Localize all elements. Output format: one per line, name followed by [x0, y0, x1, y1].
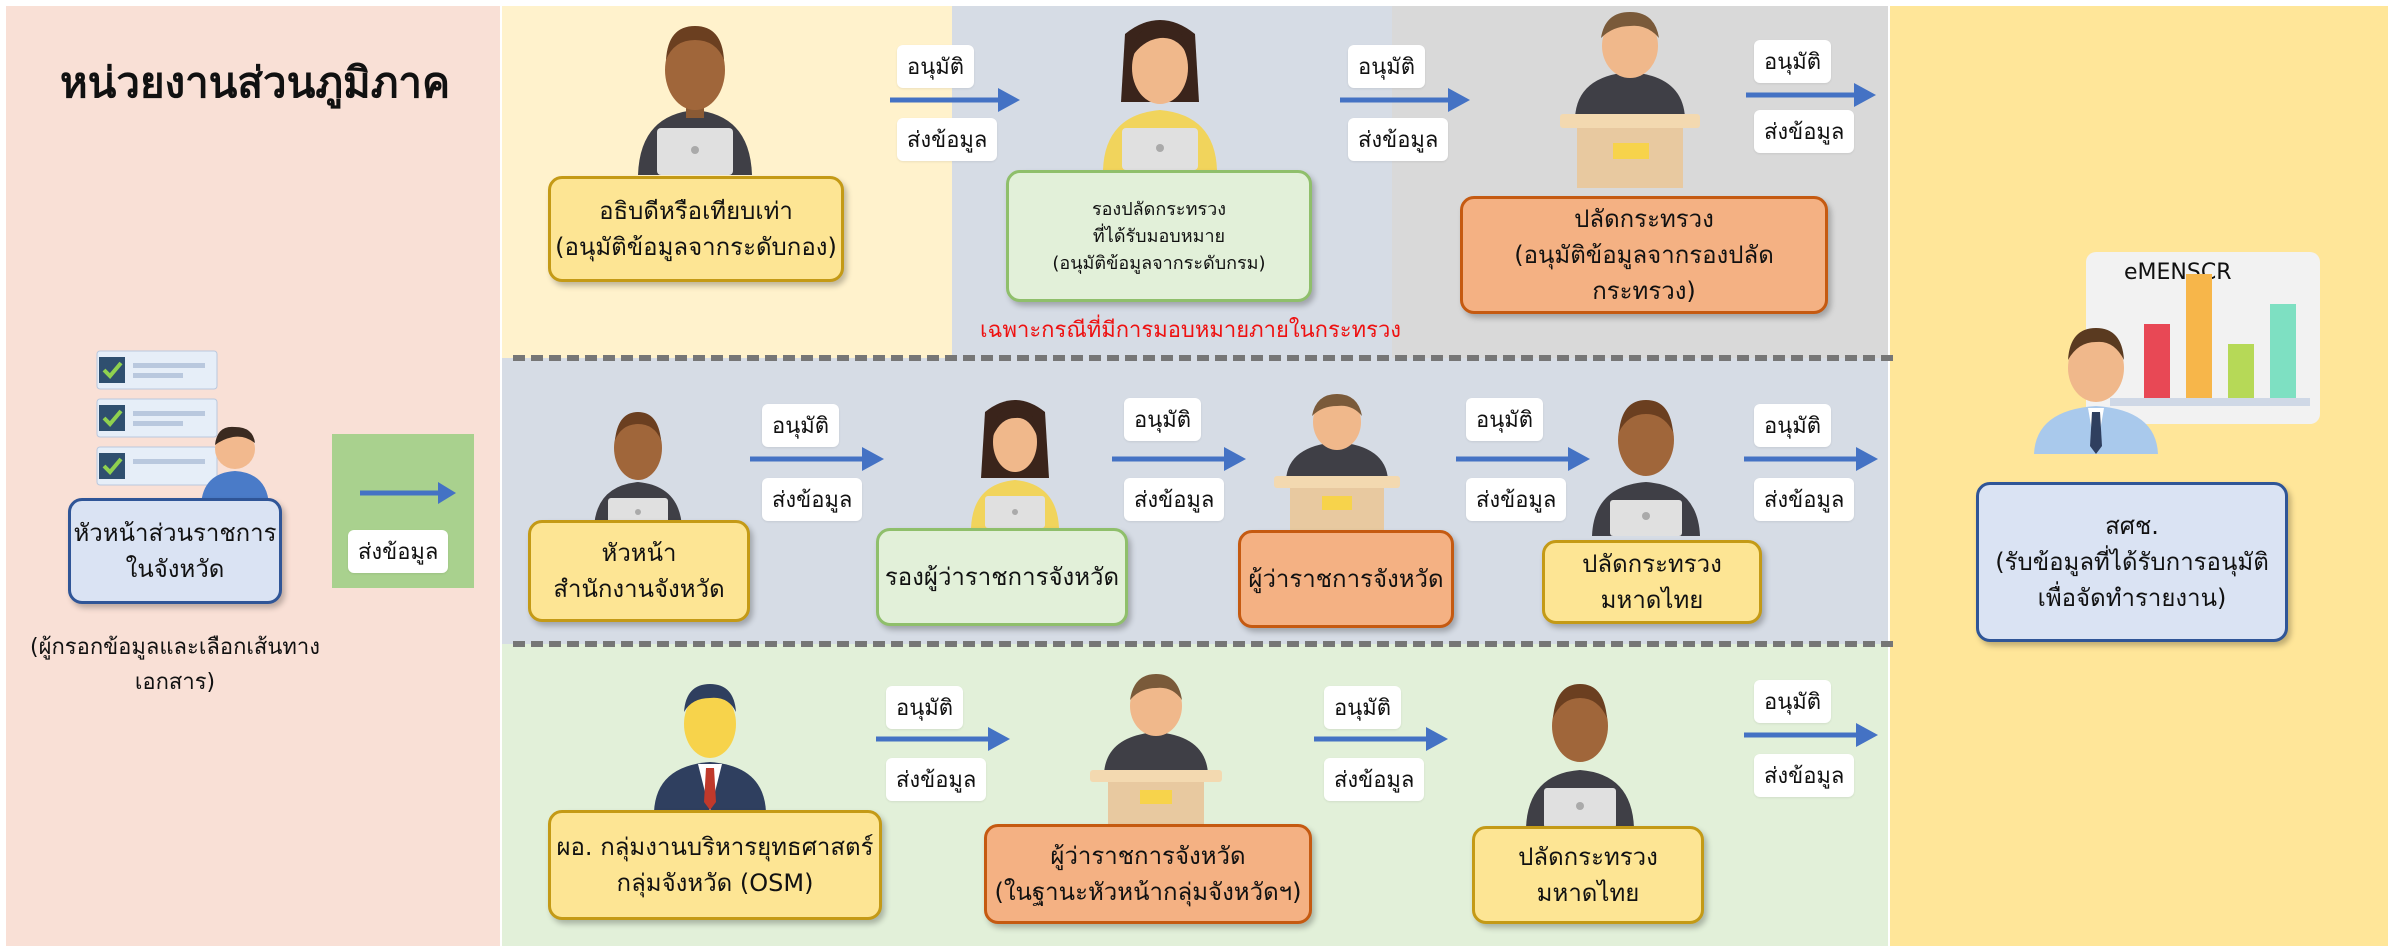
deputy-line2: ที่ได้รับมอบหมาย — [1092, 225, 1226, 247]
approve-label-r2-3: อนุมัติ — [1466, 398, 1544, 441]
send-label-r1-2: ส่งข้อมูล — [1348, 118, 1449, 161]
checklist-icon — [96, 350, 218, 486]
osm-director-line1: ผอ. กลุ่มงานบริหารยุทธศาสตร์ — [556, 833, 874, 861]
caption-line1: (ผู้กรอกข้อมูลและเลือกเส้นทาง — [30, 635, 320, 660]
approve-label-r1-1: อนุมัติ — [897, 45, 975, 88]
approve-label-r3-2: อนุมัติ — [1324, 686, 1402, 729]
director-box: อธิบดีหรือเทียบเท่า (อนุมัติข้อมูลจากระด… — [548, 176, 844, 282]
send-label-left: ส่งข้อมูล — [348, 530, 449, 573]
cluster-governor-box: ผู้ว่าราชการจังหวัด (ในฐานะหัวหน้ากลุ่มจ… — [984, 824, 1312, 924]
head-of-agency-caption: (ผู้กรอกข้อมูลและเลือกเส้นทาง เอกสาร) — [20, 630, 330, 700]
nesdc-line1: สศช. — [2105, 512, 2159, 540]
approve-label-r1-2: อนุมัติ — [1348, 45, 1426, 88]
nesdc-line2: (รับข้อมูลที่ได้รับการอนุมัติ — [1995, 548, 2269, 576]
interior-secretary-r3-line1: ปลัดกระทรวง — [1518, 843, 1658, 871]
director-line1: อธิบดีหรือเทียบเท่า — [599, 197, 793, 225]
nesdc-line3: เพื่อจัดทำรายงาน) — [2037, 584, 2227, 612]
approve-label-r2-1: อนุมัติ — [762, 404, 840, 447]
interior-secretary-r2-line1: ปลัดกระทรวง — [1582, 550, 1722, 578]
nesdc-box: สศช. (รับข้อมูลที่ได้รับการอนุมัติ เพื่อ… — [1976, 482, 2288, 642]
arrow-right-icon — [360, 482, 456, 504]
row-divider-2 — [513, 641, 1893, 647]
head-of-agency-line1: หัวหน้าส่วนราชการ — [73, 519, 277, 547]
arrow-right-icon — [750, 447, 884, 471]
head-of-agency-line2: ในจังหวัด — [125, 555, 225, 583]
send-label-r2-3: ส่งข้อมูล — [1466, 478, 1567, 521]
arrow-right-icon — [890, 88, 1020, 112]
send-label-r3-2: ส่งข้อมูล — [1324, 758, 1425, 801]
laptop-user-icon — [594, 412, 682, 528]
arrow-right-icon — [1314, 727, 1448, 751]
approve-label-r3-3: อนุมัติ — [1754, 680, 1832, 723]
permanent-secretary-line1: ปลัดกระทรวง — [1574, 205, 1714, 233]
arrow-right-icon — [1744, 723, 1878, 747]
businessman-icon — [654, 684, 766, 812]
arrow-right-icon — [1456, 447, 1590, 471]
deputy-line3: (อนุมัติข้อมูลจากระดับกรม) — [1052, 252, 1266, 274]
arrow-right-icon — [876, 727, 1010, 751]
row-divider-1 — [513, 355, 1893, 361]
approve-label-r1-3: อนุมัติ — [1754, 40, 1832, 83]
laptop-user-icon — [638, 26, 752, 175]
interior-secretary-box-r3: ปลัดกระทรวง มหาดไทย — [1472, 826, 1704, 924]
send-label-r2-2: ส่งข้อมูล — [1124, 478, 1225, 521]
vice-governor-box: รองผู้ว่าราชการจังหวัด — [876, 528, 1128, 626]
officer-icon — [201, 426, 269, 505]
caption-line2: เอกสาร) — [134, 670, 216, 696]
cluster-governor-line2: (ในฐานะหัวหน้ากลุ่มจังหวัดฯ) — [994, 878, 1302, 906]
interior-secretary-r2-line2: มหาดไทย — [1600, 586, 1704, 614]
osm-director-line2: กลุ่มจังหวัด (OSM) — [616, 869, 814, 897]
podium-speaker-icon — [1274, 394, 1400, 530]
send-label-r3-3: ส่งข้อมูล — [1754, 754, 1855, 797]
interior-secretary-r3-line2: มหาดไทย — [1536, 879, 1640, 907]
page-title: หน่วยงานส่วนภูมิภาค — [60, 58, 451, 107]
arrow-right-icon — [1746, 83, 1876, 107]
interior-secretary-box-r2: ปลัดกระทรวง มหาดไทย — [1542, 540, 1762, 624]
laptop-user-icon — [1526, 684, 1634, 828]
laptop-user-icon — [1103, 20, 1217, 170]
permanent-secretary-line2: (อนุมัติข้อมูลจากรองปลัดกระทรวง) — [1514, 241, 1774, 305]
send-label-r2-4: ส่งข้อมูล — [1754, 478, 1855, 521]
osm-director-box: ผอ. กลุ่มงานบริหารยุทธศาสตร์ กลุ่มจังหวั… — [548, 810, 882, 920]
vice-governor-line1: รองผู้ว่าราชการจังหวัด — [884, 563, 1120, 591]
permanent-secretary-box: ปลัดกระทรวง (อนุมัติข้อมูลจากรองปลัดกระท… — [1460, 196, 1828, 314]
deputy-line1: รองปลัดกระทรวง — [1091, 198, 1227, 220]
businessman-icon — [2034, 328, 2158, 454]
send-label-r3-1: ส่งข้อมูล — [886, 758, 987, 801]
podium-speaker-icon — [1560, 12, 1700, 188]
arrow-right-icon — [1744, 447, 1878, 471]
arrow-right-icon — [1112, 447, 1246, 471]
delegation-note: เฉพาะกรณีที่มีการมอบหมายภายในกระทรวง — [980, 318, 1402, 343]
director-line2: (อนุมัติข้อมูลจากระดับกอง) — [555, 233, 837, 261]
laptop-user-icon — [1592, 400, 1700, 536]
send-label-r2-1: ส่งข้อมูล — [762, 478, 863, 521]
laptop-user-icon — [971, 400, 1059, 528]
arrow-right-icon — [1340, 88, 1470, 112]
approve-label-r2-4: อนุมัติ — [1754, 404, 1832, 447]
deputy-box: รองปลัดกระทรวง ที่ได้รับมอบหมาย (อนุมัติ… — [1006, 170, 1312, 302]
provincial-office-line1: หัวหน้า — [601, 539, 677, 567]
approve-label-r2-2: อนุมัติ — [1124, 398, 1202, 441]
approve-label-r3-1: อนุมัติ — [886, 686, 964, 729]
provincial-office-box: หัวหน้า สำนักงานจังหวัด — [528, 520, 750, 622]
governor-box: ผู้ว่าราชการจังหวัด — [1238, 530, 1454, 628]
chart-board-icon — [2110, 274, 2310, 406]
board-title: eMENSCR — [2124, 260, 2232, 285]
send-label-r1-1: ส่งข้อมูล — [897, 118, 998, 161]
podium-speaker-icon — [1090, 674, 1222, 830]
cluster-governor-line1: ผู้ว่าราชการจังหวัด — [1050, 842, 1246, 870]
head-of-agency-box: หัวหน้าส่วนราชการ ในจังหวัด — [68, 498, 282, 604]
send-label-r1-3: ส่งข้อมูล — [1754, 110, 1855, 153]
governor-line1: ผู้ว่าราชการจังหวัด — [1248, 565, 1444, 593]
right-panel — [1890, 6, 2388, 946]
provincial-office-line2: สำนักงานจังหวัด — [553, 575, 725, 603]
